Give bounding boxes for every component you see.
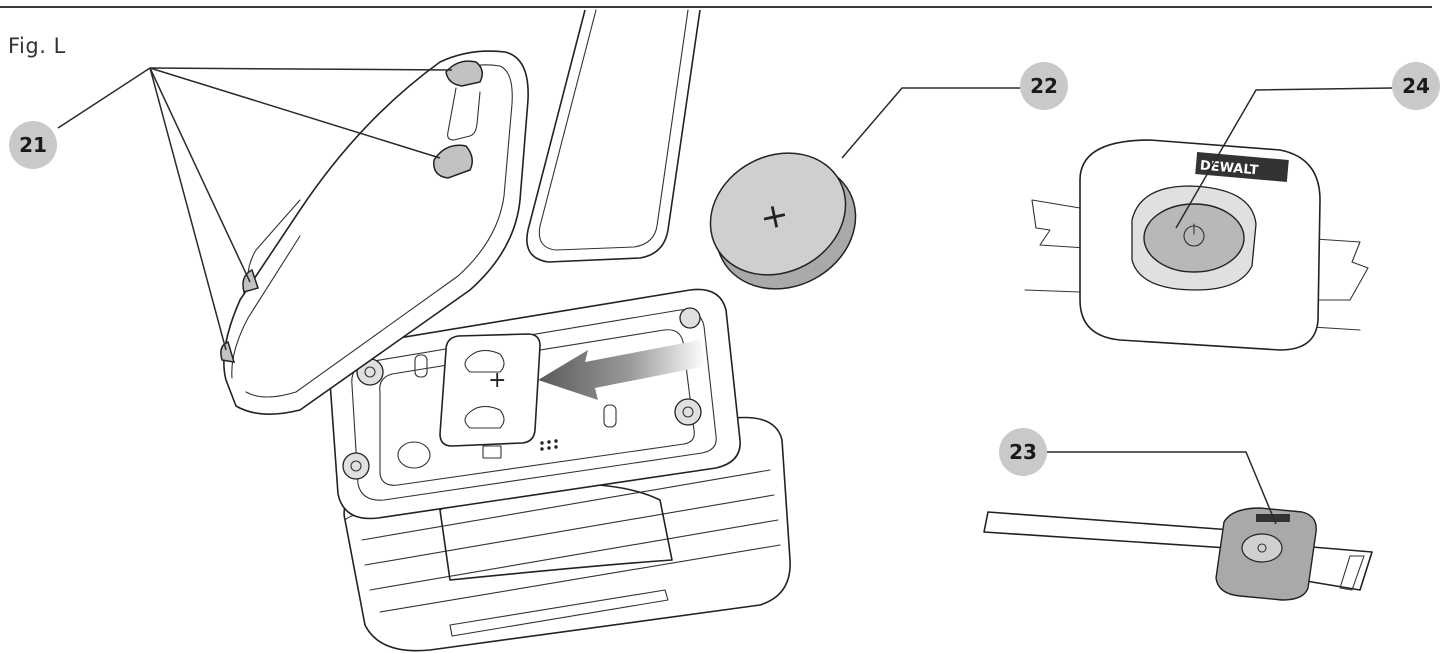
callout-24-leader — [1175, 87, 1393, 229]
callout-22: 22 — [1020, 62, 1068, 110]
callout-21: 21 — [9, 121, 57, 169]
callout-23-leader — [1046, 451, 1277, 525]
top-rule — [0, 6, 1432, 8]
svg-text:21: 21 — [19, 133, 47, 157]
figure-label: Fig. L — [8, 34, 66, 58]
battery-tray-plate: + — [328, 288, 741, 520]
callout-21-leaders — [57, 67, 453, 351]
strap-panel — [526, 9, 701, 263]
clip-polarity-mark: + — [488, 368, 506, 393]
svg-text:22: 22 — [1030, 74, 1058, 98]
insertion-arrow — [538, 340, 706, 400]
callout-22-leader — [841, 87, 1022, 159]
svg-text:23: 23 — [1009, 440, 1037, 464]
detail-pod-top: DEWALT — [1024, 139, 1369, 351]
detail-pod-strap — [983, 507, 1373, 601]
callout-23: 23 — [999, 428, 1047, 476]
coin-battery: + — [709, 152, 857, 290]
top-cover — [220, 50, 529, 415]
callout-24: 24 — [1392, 62, 1440, 110]
svg-text:24: 24 — [1402, 74, 1430, 98]
